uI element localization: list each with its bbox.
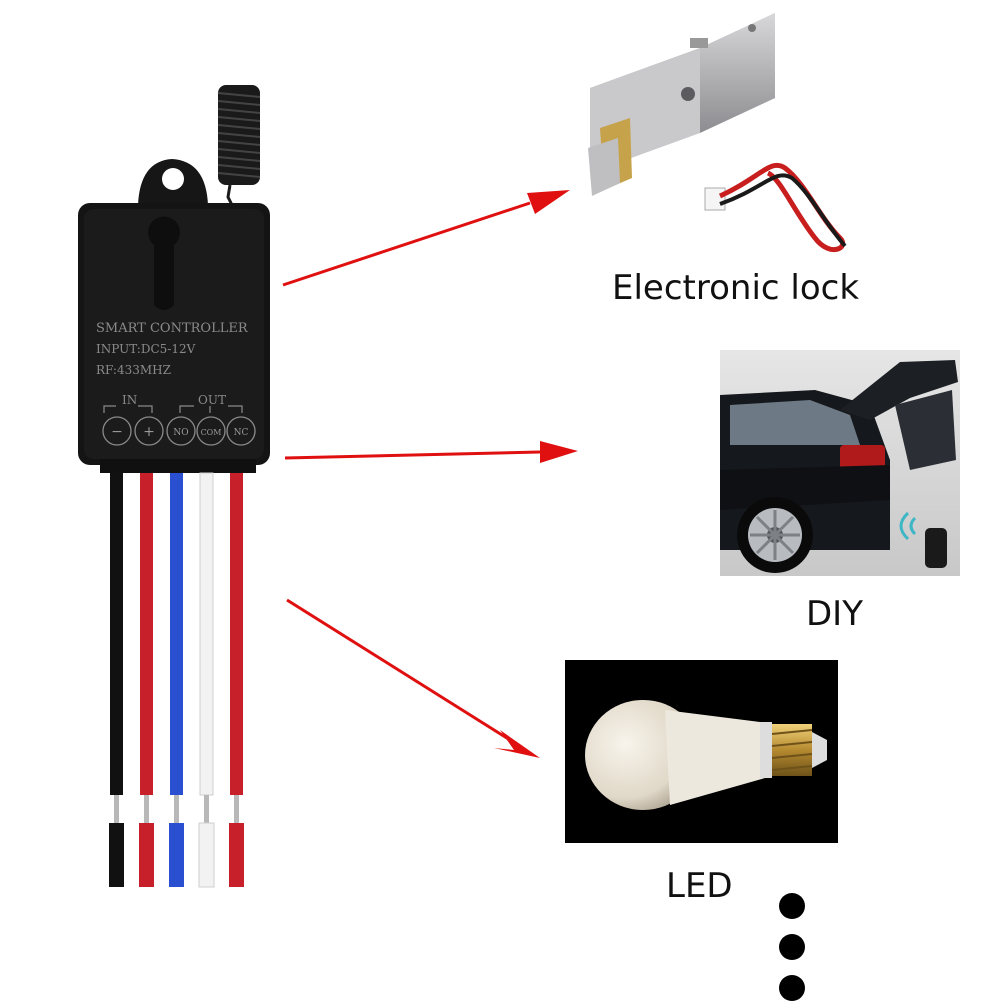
wire-red-positive — [140, 473, 153, 795]
terminal-group-out-label: OUT — [198, 393, 226, 407]
caption-diy: DIY — [806, 594, 863, 634]
wire-red-output — [230, 473, 243, 795]
car-tailgate-photo — [720, 350, 960, 576]
arrow-to-diy — [284, 441, 578, 463]
wire-white-tip — [198, 822, 215, 888]
antenna-coil — [217, 85, 261, 206]
terminal-negative: − — [111, 424, 123, 440]
wire-red-positive-tip — [139, 823, 154, 887]
wire-red-output-stripped-end — [234, 795, 239, 823]
more-dot-3 — [779, 975, 805, 1001]
led-bulb-photo — [565, 660, 838, 843]
caption-led: LED — [666, 866, 733, 906]
wire-red-output-tip — [229, 823, 244, 887]
arrow-to-lock — [282, 190, 570, 287]
smart-controller-device: SMART CONTROLLER INPUT:DC5-12V RF:433MHZ… — [78, 85, 270, 888]
wire-black-stripped-end — [114, 795, 119, 823]
wire-black-tip — [109, 823, 124, 887]
more-dot-1 — [779, 893, 805, 919]
terminal-no: NO — [173, 428, 188, 438]
terminal-positive: + — [143, 424, 155, 440]
controller-rf-spec: RF:433MHZ — [96, 363, 171, 377]
wire-red-positive-stripped-end — [144, 795, 149, 823]
more-dot-2 — [779, 934, 805, 960]
wire-black — [110, 473, 123, 795]
terminal-group-in-label: IN — [122, 393, 137, 407]
controller-title: SMART CONTROLLER — [96, 321, 249, 336]
arrow-to-led — [286, 598, 540, 758]
wire-blue-tip — [169, 823, 184, 887]
wire-blue — [170, 473, 183, 795]
terminal-com: COM — [201, 428, 222, 437]
wire-white-stripped-end — [204, 795, 209, 823]
output-wires — [109, 472, 244, 888]
wire-blue-stripped-end — [174, 795, 179, 823]
electronic-lock-photo — [588, 13, 847, 252]
caption-electronic-lock: Electronic lock — [612, 268, 860, 308]
controller-input-spec: INPUT:DC5-12V — [96, 342, 196, 356]
terminal-nc: NC — [234, 428, 249, 438]
